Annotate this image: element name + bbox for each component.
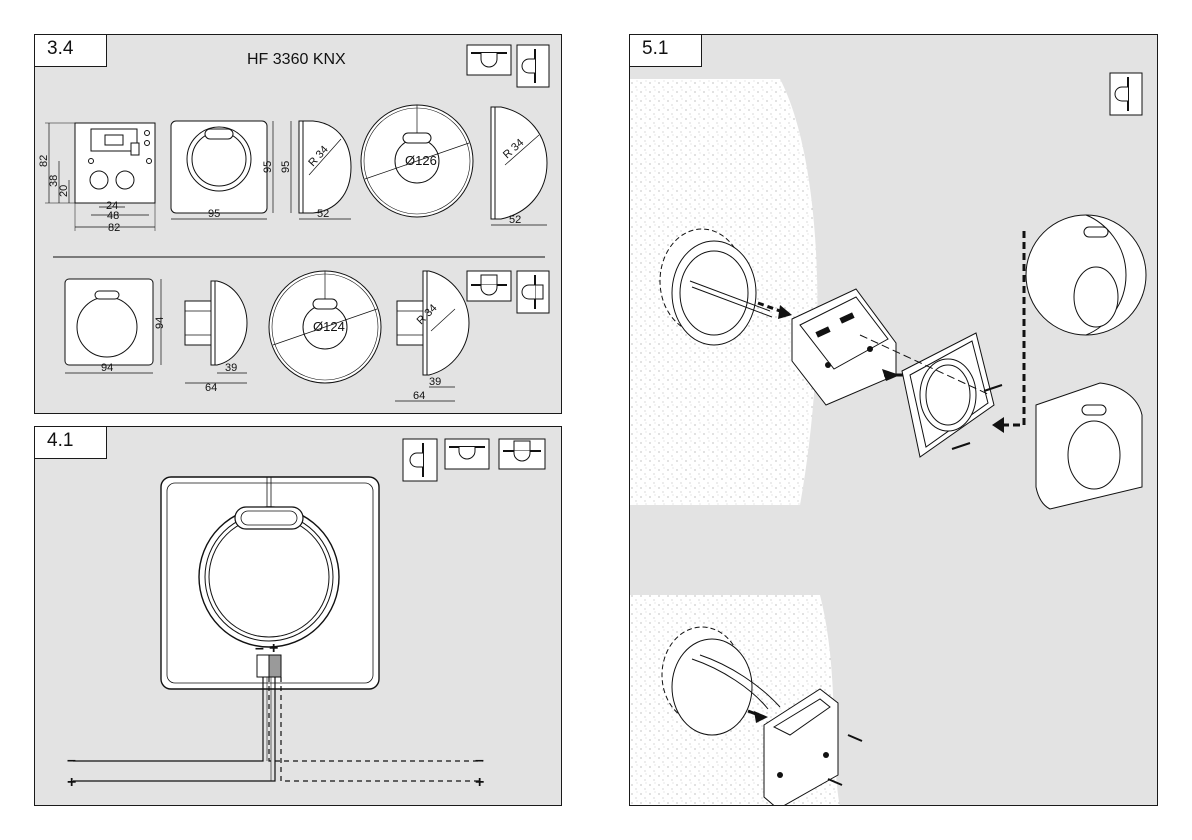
bus-right-minus: – <box>475 752 484 769</box>
dimension-drawings: 82 38 20 24 48 82 95 95 95 52 R 34 <box>35 35 562 414</box>
bus-wires <box>73 677 483 781</box>
dim-39: 39 <box>225 362 237 374</box>
ceiling-mount-icon <box>467 45 511 75</box>
dim-95-width: 95 <box>208 208 220 220</box>
terminal-minus: – <box>255 640 264 657</box>
installation-diagram <box>630 35 1158 806</box>
dim-94-height: 94 <box>154 317 166 329</box>
panel-5-1: 5.1 <box>629 34 1158 806</box>
wiring-diagram: – + – + – + <box>35 427 562 806</box>
dim-d126: Ø126 <box>405 153 437 168</box>
ceiling-mount-icon <box>445 439 489 469</box>
square-front-drawing <box>171 121 273 219</box>
flush-square-side-drawing <box>185 281 247 383</box>
dim-95-height: 95 <box>262 161 274 173</box>
dim-64-round: 64 <box>413 390 425 402</box>
wall-mount-icon <box>1110 73 1142 115</box>
wall-mount-flush-icon <box>517 271 549 313</box>
arrow-round-cover <box>1002 231 1024 425</box>
panel-4-1: 4.1 <box>34 426 562 806</box>
dim-d124: Ø124 <box>313 319 345 334</box>
round-side-drawing <box>491 107 547 225</box>
dim-82-width: 82 <box>108 222 120 234</box>
dim-82-height: 82 <box>38 155 50 167</box>
dim-95-side: 95 <box>280 161 292 173</box>
bus-left-minus: – <box>67 752 76 769</box>
ceiling-mount-flush-icon <box>467 271 511 301</box>
round-cover <box>1026 215 1146 335</box>
sensor-insert <box>902 333 1002 457</box>
dim-39-round: 39 <box>429 376 441 388</box>
dim-48: 48 <box>107 210 119 222</box>
dim-52: 52 <box>317 208 329 220</box>
bus-left-plus: + <box>67 774 76 791</box>
wall-mount-icon <box>403 439 437 481</box>
ceiling-mount-flush-icon <box>499 439 545 469</box>
base-plate-drawing <box>45 123 155 231</box>
wall-mount-icon <box>517 45 549 87</box>
bus-right-plus: + <box>475 774 484 791</box>
dim-20: 20 <box>58 185 70 197</box>
square-cover <box>1036 383 1142 509</box>
flush-square-front-drawing <box>65 279 161 373</box>
dim-52-round: 52 <box>509 214 521 226</box>
square-side-drawing <box>291 121 351 219</box>
bus-terminal <box>257 655 281 677</box>
dim-64: 64 <box>205 382 217 394</box>
terminal-plus: + <box>269 640 278 657</box>
dim-94-width: 94 <box>101 362 113 374</box>
panel-3-4: 3.4 HF 3360 KNX <box>34 34 562 414</box>
